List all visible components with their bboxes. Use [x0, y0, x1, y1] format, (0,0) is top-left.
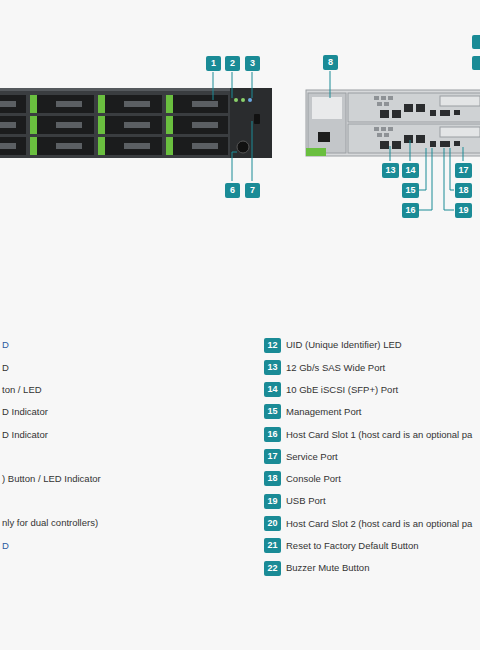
- callout-badge: 20: [264, 516, 281, 531]
- callout-number: 13: [267, 363, 277, 372]
- callout-number: 15: [267, 407, 277, 416]
- callout-badge: 21: [264, 538, 281, 553]
- cropped-legend-text: D Indicator: [2, 406, 48, 417]
- callout-badge: 2: [225, 56, 240, 71]
- callout-badge: 19: [264, 494, 281, 509]
- front-chassis: [0, 88, 272, 158]
- legend-text: 10 GbE iSCSI (SFP+) Port: [286, 384, 398, 395]
- rear-chassis: [306, 90, 480, 156]
- callout-badge: 16: [402, 203, 419, 218]
- legend-text: Service Port: [286, 451, 338, 462]
- callout-number: 3: [250, 59, 255, 68]
- cropped-legend-text: D Indicator: [2, 429, 48, 440]
- legend-text: UID (Unique Identifier) LED: [286, 339, 402, 350]
- callout-number: 1: [211, 59, 216, 68]
- callout-number: 14: [405, 166, 415, 175]
- callout-badge: 15: [402, 183, 419, 198]
- callout-number: 2: [230, 59, 235, 68]
- callout-badge: 15: [264, 404, 281, 419]
- callout-number: 7: [250, 186, 255, 195]
- callout-number: 8: [328, 58, 333, 67]
- legend-text: Management Port: [286, 406, 362, 417]
- legend-text: Host Card Slot 1 (host card is an option…: [286, 429, 472, 440]
- callout-badge: 18: [455, 183, 472, 198]
- callout-number: 16: [405, 206, 415, 215]
- callout-number: 15: [405, 186, 415, 195]
- callout-badge: 17: [264, 449, 281, 464]
- callout-number: 6: [230, 186, 235, 195]
- callout-badge: 18: [264, 471, 281, 486]
- legend-text: Reset to Factory Default Button: [286, 540, 419, 551]
- leader-lines: [213, 71, 463, 210]
- callout-number: 20: [267, 519, 277, 528]
- cropped-legend-text: D: [2, 362, 9, 373]
- callout-badge: 3: [245, 56, 260, 71]
- callout-badge: 6: [225, 183, 240, 198]
- legend-text: Host Card Slot 2 (host card is an option…: [286, 518, 472, 529]
- callout-badge: 13: [264, 360, 281, 375]
- cropped-legend-text: D: [2, 339, 9, 350]
- legend-text: USB Port: [286, 495, 326, 506]
- callout-badge: 22: [264, 561, 281, 576]
- callout-number: 18: [458, 186, 468, 195]
- callout-number: 19: [267, 497, 277, 506]
- cropped-callout: [472, 35, 480, 49]
- callout-badge: 19: [455, 203, 472, 218]
- callout-number: 13: [385, 166, 395, 175]
- callout-badge: 13: [382, 163, 399, 178]
- callout-number: 17: [458, 166, 468, 175]
- cropped-legend-text: nly for dual controllers): [2, 517, 98, 528]
- callout-badge: 16: [264, 427, 281, 442]
- cropped-callout: [472, 56, 480, 70]
- callout-badge: 7: [245, 183, 260, 198]
- callout-badge: 14: [402, 163, 419, 178]
- callout-number: 22: [267, 564, 277, 573]
- cropped-legend-text: D: [2, 540, 9, 551]
- callout-number: 21: [267, 541, 277, 550]
- cropped-legend-text: ) Button / LED Indicator: [2, 473, 101, 484]
- callout-badge: 14: [264, 382, 281, 397]
- callout-number: 12: [267, 341, 277, 350]
- legend-text: 12 Gb/s SAS Wide Port: [286, 362, 385, 373]
- legend-text: Console Port: [286, 473, 341, 484]
- callout-number: 19: [458, 206, 468, 215]
- legend-text: Buzzer Mute Button: [286, 562, 369, 573]
- callout-number: 16: [267, 430, 277, 439]
- callout-number: 14: [267, 385, 277, 394]
- callout-number: 17: [267, 452, 277, 461]
- callout-badge: 1: [206, 56, 221, 71]
- callout-number: 18: [267, 474, 277, 483]
- cropped-legend-text: ton / LED: [2, 384, 42, 395]
- callout-badge: 8: [323, 55, 338, 70]
- callout-badge: 17: [455, 163, 472, 178]
- callout-badge: 12: [264, 338, 281, 353]
